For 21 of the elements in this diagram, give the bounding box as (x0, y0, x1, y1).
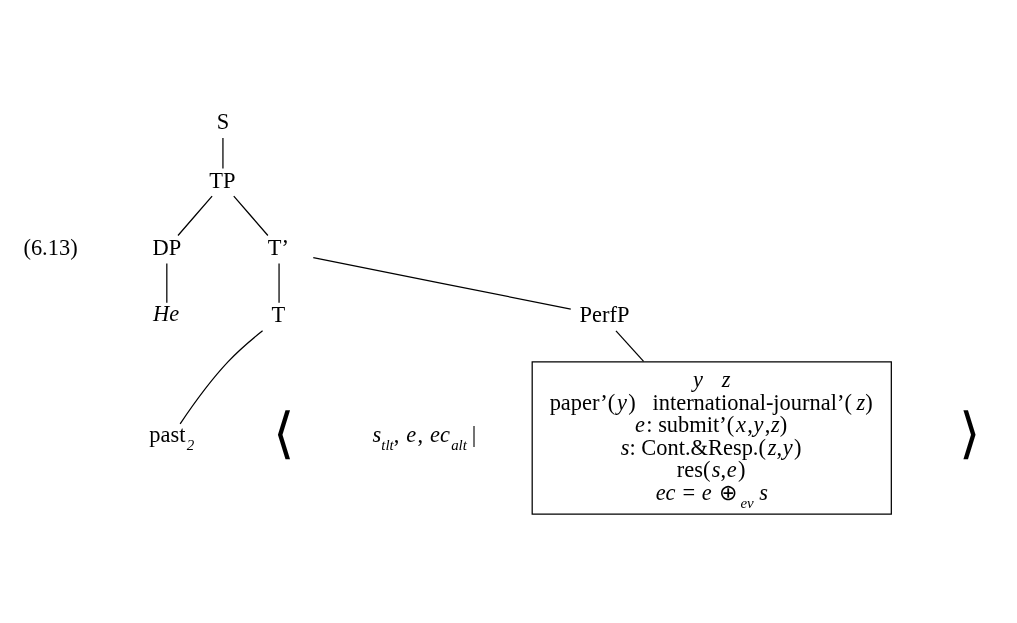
label: ⟨ (272, 402, 294, 464)
node-text: PerfP (579, 301, 630, 327)
label: (6.13) (23, 234, 78, 260)
node-text: He (153, 300, 180, 326)
node-text: S (216, 108, 230, 134)
node-text: DP (152, 234, 182, 260)
connector (177, 194, 213, 236)
node-text: past$_{2}$ (149, 421, 195, 453)
label: ⟩ (958, 402, 980, 464)
node-text: T (271, 301, 286, 327)
node-text: TP (209, 167, 236, 193)
connector (278, 262, 280, 303)
connector (222, 136, 224, 169)
label: s$_{tlt}$, e, ec$_{alt}$ | (372, 421, 477, 453)
node-box: y z paper’(y) international-journal’(z) e: submit’(x,y,z) s: Cont.&Resp.(z,y) res(s,e) ec = e ⊕$_{ev}$ s (531, 360, 892, 515)
node-text: T’ (267, 234, 290, 260)
connector (312, 256, 572, 310)
connector (166, 262, 168, 303)
connector (233, 194, 269, 236)
connector (615, 329, 645, 362)
connector (179, 329, 264, 424)
